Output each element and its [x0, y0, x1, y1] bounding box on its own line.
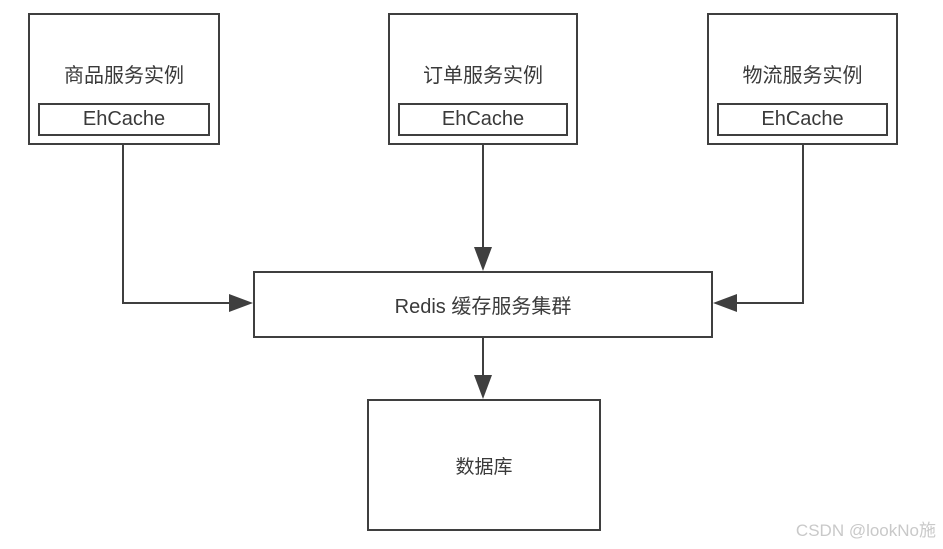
- node-database: 数据库: [367, 399, 601, 531]
- node-product-ehcache: EhCache: [38, 103, 210, 136]
- arrowhead-left-icon: [713, 294, 737, 312]
- edge-product-to-redis: [122, 145, 253, 312]
- arrowhead-down-icon: [474, 375, 492, 399]
- edge-order-to-redis: [474, 145, 492, 271]
- node-logistics-service: 物流服务实例 EhCache: [707, 13, 898, 145]
- edge-redis-to-database: [474, 338, 492, 399]
- arrowhead-right-icon: [229, 294, 253, 312]
- edge-logistics-to-redis: [713, 145, 804, 312]
- node-redis-cluster: Redis 缓存服务集群: [253, 271, 713, 338]
- arrowhead-down-icon: [474, 247, 492, 271]
- node-product-service: 商品服务实例 EhCache: [28, 13, 220, 145]
- node-order-ehcache: EhCache: [398, 103, 568, 136]
- node-label: Redis 缓存服务集群: [394, 296, 572, 318]
- csdn-watermark: CSDN @lookNo施: [795, 521, 936, 540]
- node-label: 数据库: [455, 456, 513, 478]
- cache-label: EhCache: [82, 108, 166, 130]
- cache-label: EhCache: [441, 108, 525, 130]
- node-order-service: 订单服务实例 EhCache: [388, 13, 578, 145]
- node-logistics-ehcache: EhCache: [717, 103, 888, 136]
- node-label: 物流服务实例: [742, 65, 863, 87]
- node-label: 订单服务实例: [423, 65, 543, 87]
- cache-label: EhCache: [761, 108, 844, 130]
- node-label: 商品服务实例: [64, 65, 184, 87]
